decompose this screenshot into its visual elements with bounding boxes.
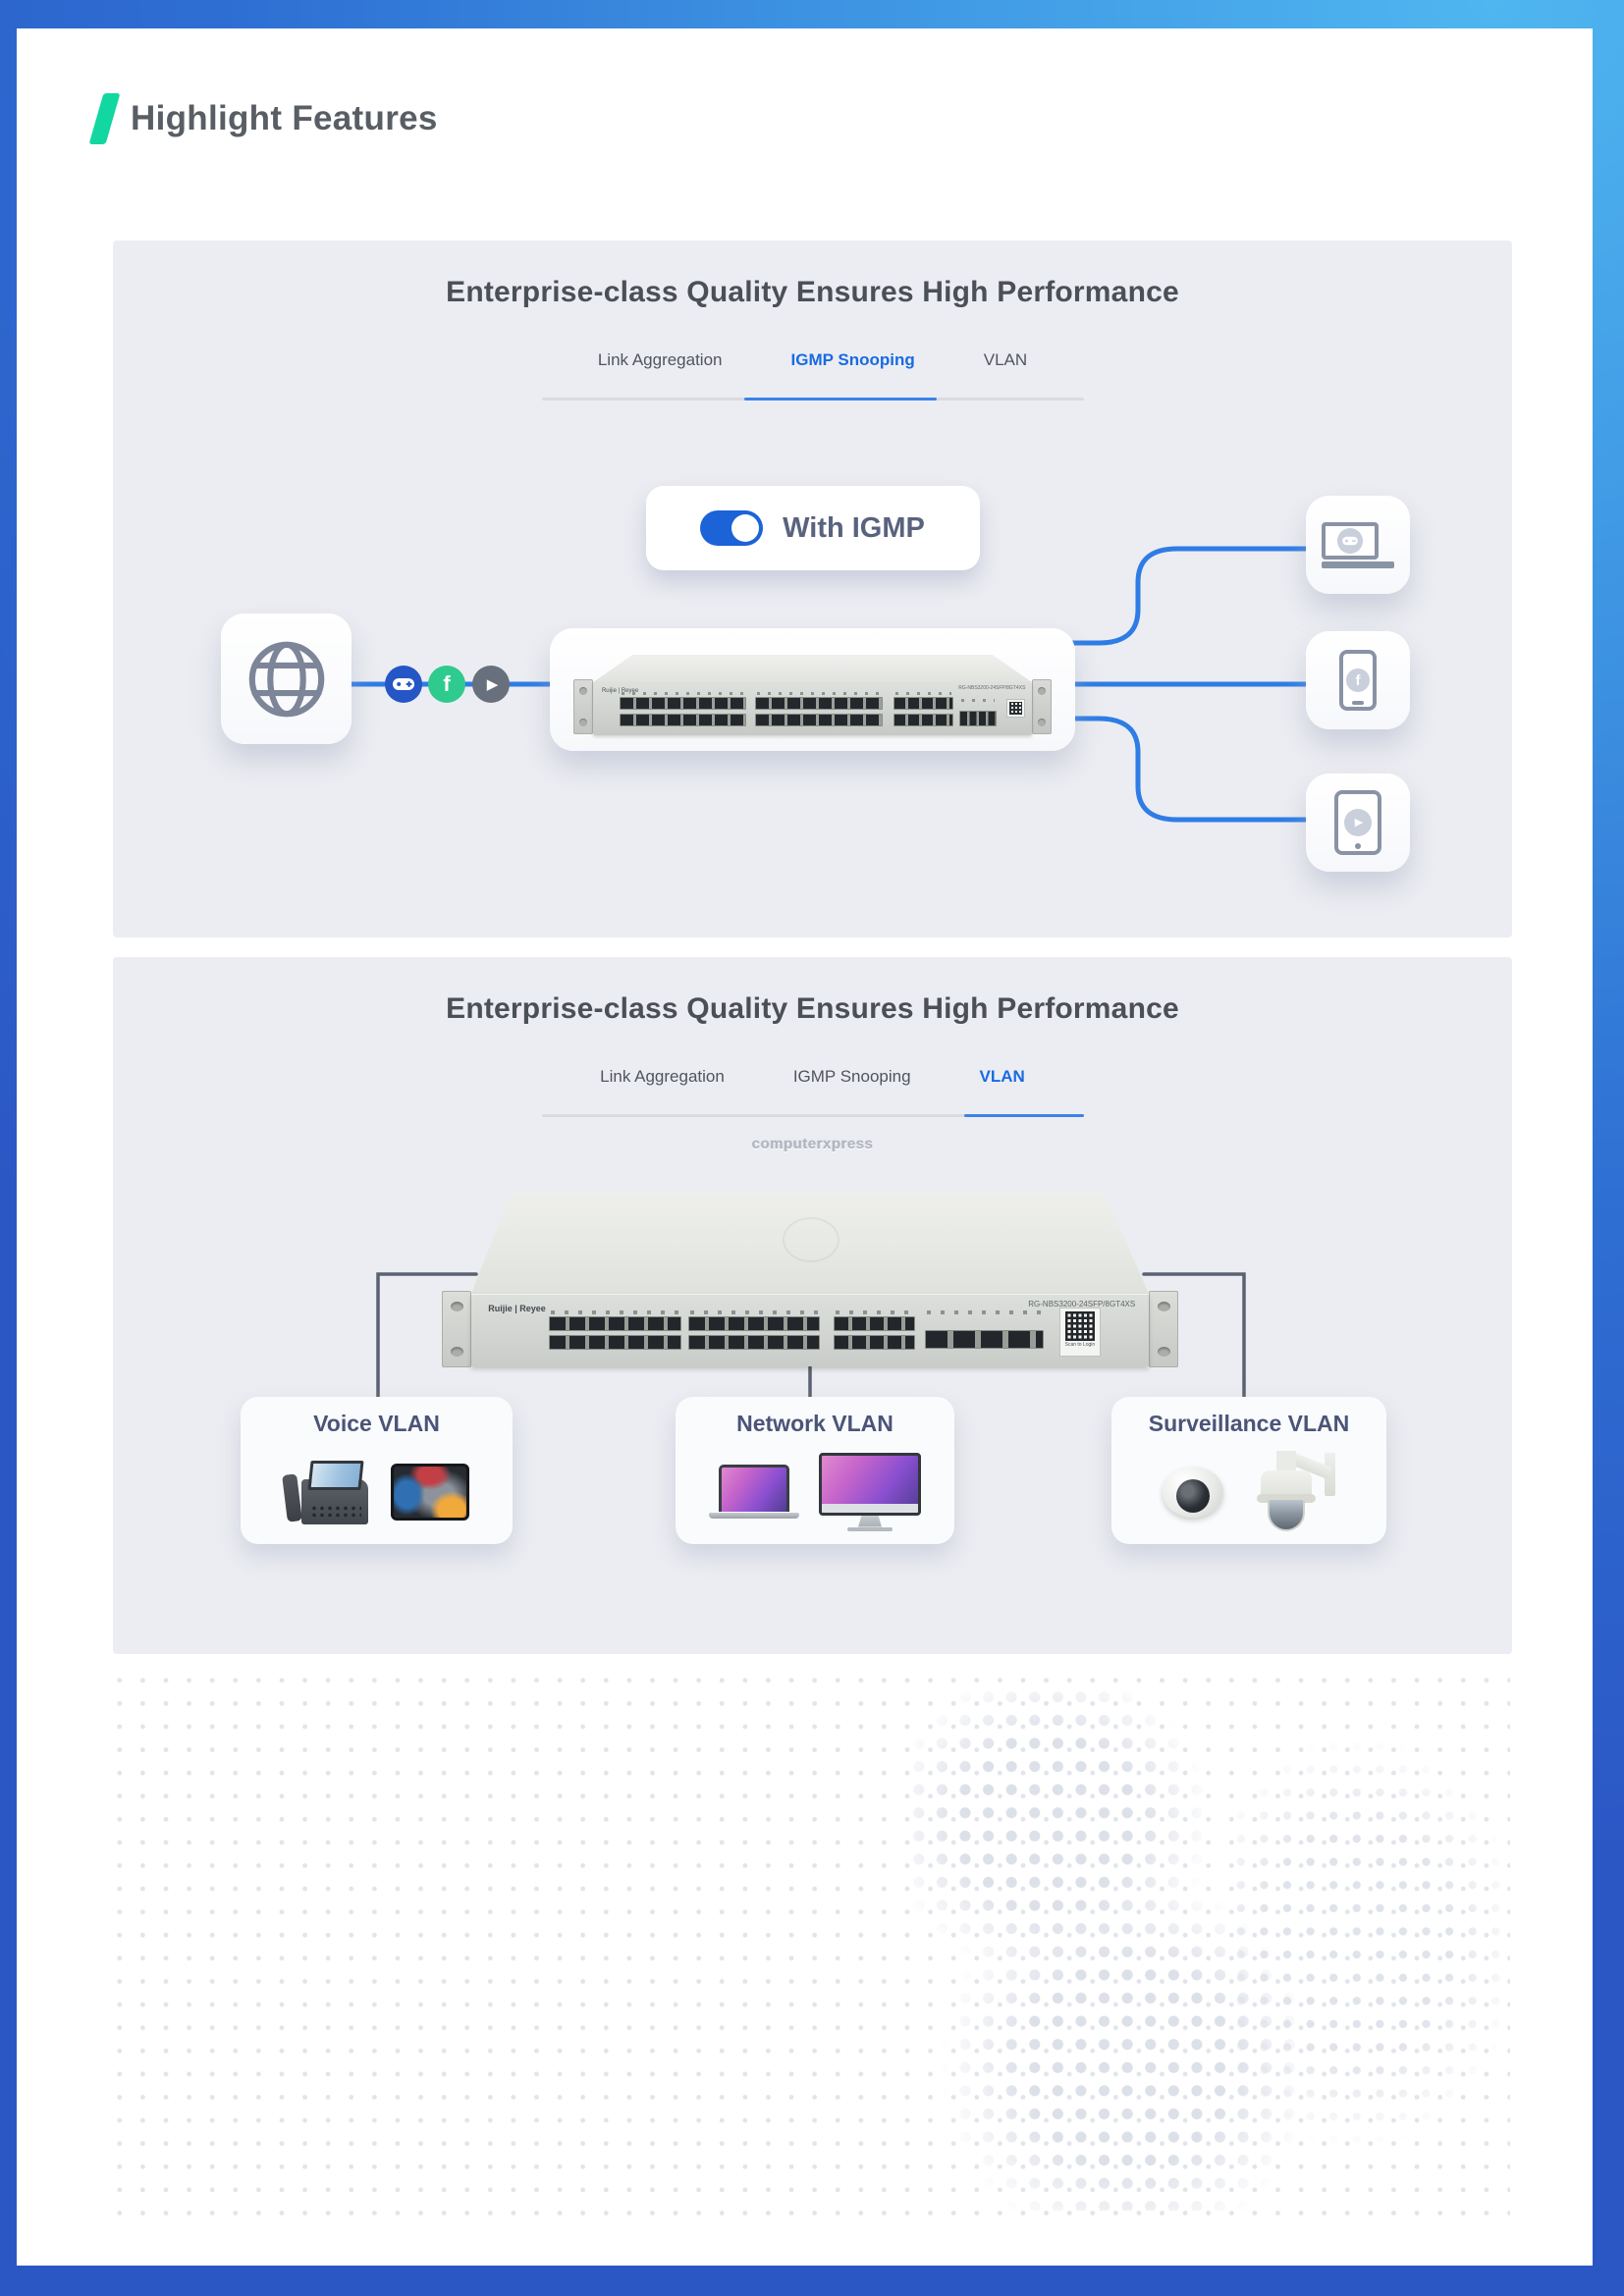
active-tab-indicator (744, 398, 937, 400)
tablet-device (390, 1463, 469, 1521)
rj45-port-group (834, 1310, 915, 1356)
tablet-video-icon: ▶ (1334, 790, 1381, 855)
tab-vlan[interactable]: VLAN (983, 350, 1028, 369)
halftone-medium-dots (1229, 1734, 1510, 2152)
switch-brand-label: Ruijie | Reyee (488, 1304, 546, 1313)
imac-monitor (819, 1452, 921, 1531)
toggle-knob (731, 514, 760, 542)
tab-igmp-snooping[interactable]: IGMP Snooping (790, 350, 915, 369)
page-title: Highlight Features (131, 99, 438, 137)
page-body: Highlight Features Enterprise-class Qual… (17, 28, 1593, 2266)
igmp-topology-lines (331, 546, 1312, 823)
rj45-port-group (893, 692, 953, 730)
facebook-icon: f (428, 666, 465, 703)
halftone-dot-pattern (108, 1669, 1510, 2216)
feature-panel-igmp: Enterprise-class Quality Ensures High Pe… (113, 240, 1512, 937)
switch-brand-label: Ruijie | Reyee (601, 688, 639, 694)
qr-code (1064, 1311, 1095, 1341)
panel-title: Enterprise-class Quality Ensures High Pe… (446, 276, 1179, 308)
facebook-badge-icon: f (1346, 668, 1370, 692)
network-vlan-box: Network VLAN (676, 1397, 954, 1544)
tab-underline-track (542, 1114, 1084, 1117)
vlan-box-label: Network VLAN (736, 1411, 893, 1436)
laptop-gaming-icon (1322, 521, 1394, 568)
sfp-port-group-1 (549, 1310, 681, 1356)
sfp-port-group-2 (687, 1310, 821, 1356)
ip-phone (281, 1460, 371, 1524)
vlan-box-label: Voice VLAN (313, 1411, 440, 1436)
feature-tabs: Link Aggregation IGMP Snooping VLAN (113, 1067, 1512, 1087)
play-badge-icon: ▶ (1344, 809, 1372, 836)
watermark-text: computerxpress (751, 1136, 874, 1152)
video-tablet-card: ▶ (1306, 774, 1410, 872)
social-phone-card: f (1306, 631, 1410, 729)
macbook-laptop (709, 1465, 799, 1519)
voice-vlan-box: Voice VLAN (241, 1397, 513, 1544)
vlan-box-label: Surveillance VLAN (1148, 1411, 1350, 1436)
surveillance-vlan-box: Surveillance VLAN (1111, 1397, 1386, 1544)
sfp-port-group-2 (755, 692, 883, 730)
switch-angled-view: Ruijie | Reyee RG-NBS3200-24SFP/8GT4XS S… (442, 1193, 1178, 1369)
sfp-port-group-1 (619, 692, 747, 730)
sfp-plus-port-group (925, 1310, 1045, 1356)
tab-underline-track (542, 398, 1084, 400)
phone-handset (281, 1472, 302, 1522)
rack-ear-right (1032, 679, 1052, 734)
gamepad-icon (385, 666, 422, 703)
globe-icon (248, 641, 324, 717)
switch-top-surface (593, 655, 1032, 682)
vlan-topology-lines (376, 1272, 1246, 1399)
rack-ear-left (573, 679, 593, 734)
gamepad-badge-icon (1337, 527, 1363, 554)
panel-title: Enterprise-class Quality Ensures High Pe… (446, 992, 1179, 1025)
green-slash-icon (88, 93, 121, 144)
qr-code-label (1006, 699, 1026, 718)
tab-link-aggregation[interactable]: Link Aggregation (597, 350, 723, 369)
sfp-plus-port-group (959, 697, 998, 730)
tab-igmp-snooping[interactable]: IGMP Snooping (792, 1067, 911, 1086)
ptz-camera (1247, 1450, 1335, 1533)
switch-top-surface (471, 1193, 1149, 1294)
qr-code-label: Scan to Login (1058, 1308, 1101, 1357)
section-header: Highlight Features (88, 93, 438, 144)
tab-link-aggregation[interactable]: Link Aggregation (600, 1067, 725, 1086)
gaming-laptop-card (1306, 496, 1410, 594)
feature-tabs: Link Aggregation IGMP Snooping VLAN (113, 350, 1512, 370)
switch-front-panel: Ruijie | Reyee RG-NBS3200-24SFP/8GT4XS S… (471, 1294, 1149, 1366)
phone-facebook-icon: f (1339, 650, 1377, 711)
qr-caption: Scan to Login (1064, 1342, 1096, 1348)
igmp-toggle-pill: With IGMP (645, 486, 980, 570)
rack-ear-right (1149, 1291, 1178, 1367)
dome-camera (1163, 1465, 1227, 1520)
play-icon: ▶ (472, 666, 510, 703)
tab-vlan[interactable]: VLAN (979, 1067, 1025, 1086)
switch-model-label: RG-NBS3200-24SFP/8GT4XS (1028, 1300, 1136, 1308)
switch-card: Ruijie | Reyee RG-NBS3200-24SFP/8GT4XS (550, 628, 1075, 751)
switch-front-panel: Ruijie | Reyee RG-NBS3200-24SFP/8GT4XS (593, 682, 1032, 735)
internet-source-card (221, 614, 352, 744)
switch-model-label: RG-NBS3200-24SFP/8GT4XS (958, 685, 1026, 691)
toggle-label: With IGMP (783, 511, 925, 544)
active-tab-indicator (964, 1114, 1084, 1117)
rack-ear-left (442, 1291, 471, 1367)
igmp-toggle-switch[interactable] (700, 510, 764, 546)
feature-panel-vlan: Enterprise-class Quality Ensures High Pe… (113, 957, 1512, 1654)
